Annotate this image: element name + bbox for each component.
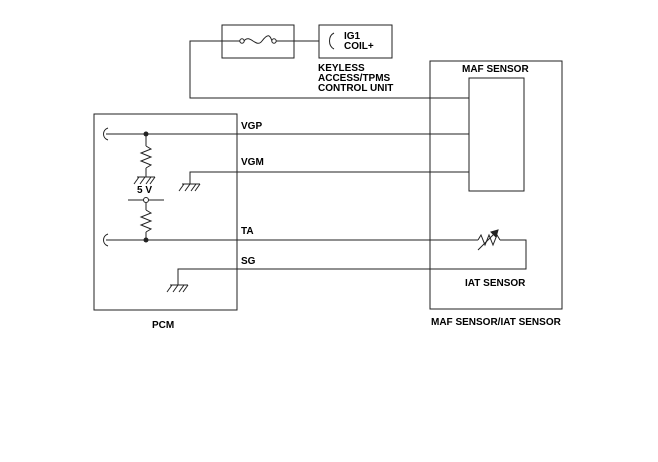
sg-label: SG — [241, 256, 256, 267]
ta-label: TA — [241, 226, 254, 237]
ground-icon — [178, 183, 201, 192]
fuse-to-maf-wire — [189, 40, 469, 99]
ig1-label: IG1 — [344, 31, 361, 42]
ground-icon — [166, 284, 189, 293]
ta-pullup-resistor-icon — [139, 209, 153, 233]
connector-icon — [329, 32, 335, 50]
maf-sensor-element — [468, 77, 525, 192]
thermistor-arrow-icon — [490, 229, 499, 238]
maf-iat-sensor-label: MAF SENSOR/IAT SENSOR — [431, 317, 561, 328]
maf-iat-sensor-box — [429, 60, 563, 310]
ground-icon — [133, 176, 156, 185]
keyless-label-line1: KEYLESS — [318, 63, 365, 74]
ta-junction-dot — [143, 237, 149, 243]
vgp-connector-icon — [103, 127, 109, 141]
coil-plus-label: COIL+ — [344, 41, 374, 52]
fuse-icon — [222, 35, 294, 44]
ta-connector-icon — [103, 233, 109, 247]
vgm-label: VGM — [241, 157, 264, 168]
keyless-label-line3: CONTROL UNIT — [318, 83, 394, 94]
five-v-label: 5 V — [137, 185, 153, 196]
vgp-label: VGP — [241, 121, 263, 132]
maf-sensor-label: MAF SENSOR — [462, 64, 529, 75]
iat-sensor-label: IAT SENSOR — [465, 278, 526, 289]
pcm-label: PCM — [152, 320, 175, 331]
iat-thermistor-icon — [477, 233, 501, 247]
5v-terminal-icon — [143, 197, 149, 203]
keyless-label-line2: ACCESS/TPMS — [318, 73, 391, 84]
pcm-box — [93, 113, 238, 311]
iat-return-wire — [177, 239, 527, 285]
vgm-wire — [189, 171, 469, 184]
vgp-pulldown-resistor-icon — [139, 145, 153, 169]
